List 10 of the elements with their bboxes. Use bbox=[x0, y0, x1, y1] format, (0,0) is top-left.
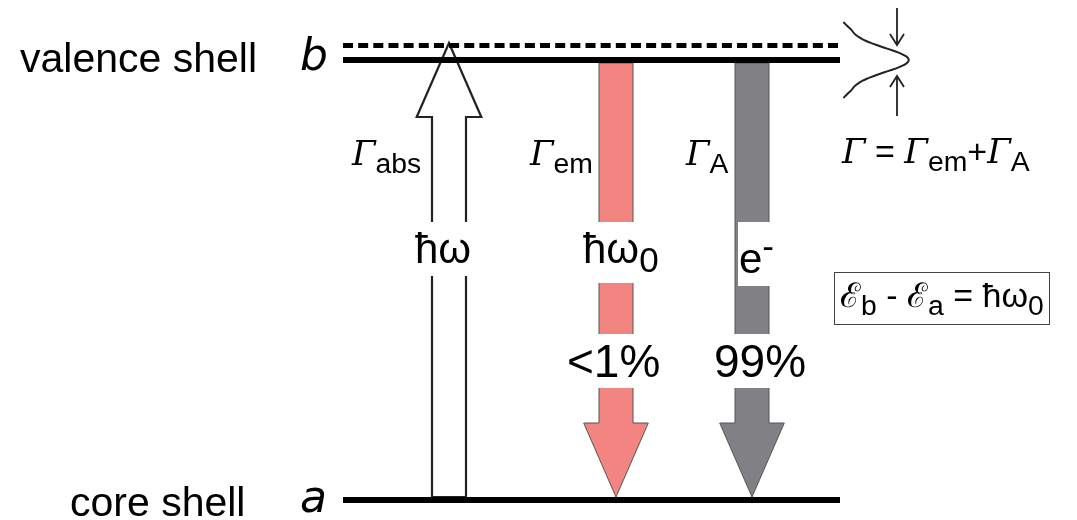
level-label: a bbox=[300, 475, 327, 519]
edge-label: e$^{-}$ bbox=[738, 222, 775, 286]
equation-box: ℰ$_{b}$ - ℰ$_{a}$ = ħω$_{0}$ bbox=[834, 272, 1050, 326]
edge-label: ħω$_{0}$ bbox=[582, 222, 660, 284]
dashed-level-line bbox=[343, 43, 838, 48]
linewidth-equation: Γ = Γ$_{em}$+Γ$_{A}$ bbox=[842, 134, 1030, 176]
edge-label: ħω bbox=[414, 222, 473, 276]
shell-label: core shell bbox=[70, 482, 246, 520]
shell-label: valence shell bbox=[20, 38, 258, 79]
level-label: b bbox=[300, 33, 328, 77]
